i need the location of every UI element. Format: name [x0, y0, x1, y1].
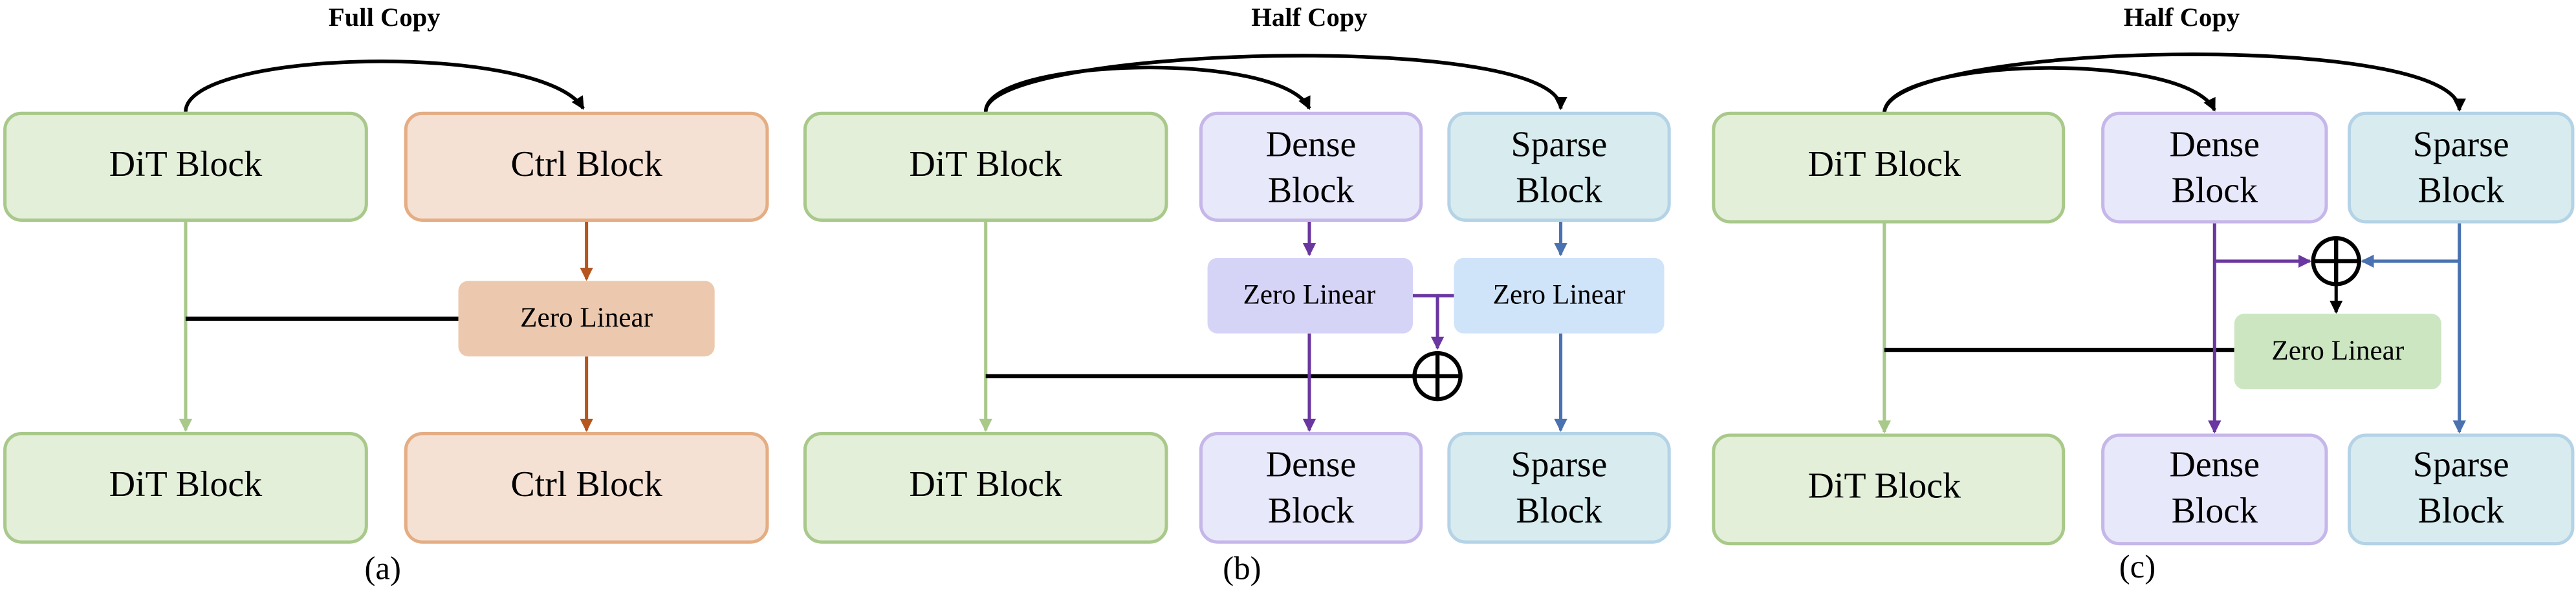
sparse-block-top — [1447, 111, 1671, 222]
copy-arrow — [184, 59, 585, 113]
panel-caption: (c) — [2119, 548, 2156, 585]
copy-arrow-dense — [983, 65, 1311, 113]
zero-linear-label: Zero Linear — [520, 303, 653, 333]
panel-title: Half Copy — [2124, 3, 2240, 32]
panel-caption: (b) — [1223, 550, 1261, 587]
sparse-block-top — [2348, 111, 2575, 224]
dense-block-bottom — [2101, 433, 2328, 546]
dense-block-label: Block — [1268, 491, 1355, 531]
dense-block-top — [1199, 111, 1423, 222]
copy-arrow-dense — [1883, 66, 2216, 114]
ctrl-block-label: Ctrl Block — [510, 144, 662, 184]
panel-caption: (a) — [365, 550, 401, 587]
sparse-block-label: Sparse — [2413, 445, 2509, 485]
sparse-block-label: Sparse — [2413, 124, 2509, 164]
dit-block-top — [803, 111, 1168, 222]
panel-title: Half Copy — [1251, 3, 1367, 32]
copy-arrow-sparse — [983, 54, 1567, 113]
zero-linear-label: Zero Linear — [2271, 336, 2404, 366]
dit-block-bottom — [3, 432, 368, 544]
dense-block-label: Dense — [1266, 445, 1357, 485]
dit-block-label: DiT Block — [1808, 466, 1961, 506]
dit-block-bottom — [1712, 433, 2066, 546]
dense-block-bottom — [1199, 432, 1423, 544]
panel-c-half-copy: Half Copy DiT Block Dense Block Sparse B… — [1712, 3, 2575, 585]
sparse-block-label: Sparse — [1511, 445, 1608, 485]
zero-linear-sparse — [1454, 257, 1665, 334]
dit-block-bottom — [803, 432, 1168, 544]
ctrl-block-label: Ctrl Block — [510, 464, 662, 504]
dense-block-label: Block — [1268, 171, 1355, 211]
dit-block-top — [3, 111, 368, 222]
add-icon — [1412, 350, 1463, 402]
sparse-block-label: Sparse — [1511, 124, 1608, 164]
ctrl-block-bottom — [404, 432, 769, 544]
panel-a-full-copy: Full Copy DiT Block Ctrl Block Zero Line… — [3, 3, 769, 587]
zero-linear-label: Zero Linear — [1243, 280, 1376, 310]
sparse-block-label: Block — [2418, 491, 2505, 531]
dit-block-label: DiT Block — [910, 464, 1062, 504]
dense-block-label: Dense — [1266, 124, 1357, 164]
dense-to-plus-arrow — [1413, 294, 1445, 350]
dense-block-label: Block — [2172, 491, 2258, 531]
ctrl-block-top — [404, 111, 769, 222]
zero-linear-dense — [1207, 257, 1414, 334]
add-icon — [2311, 236, 2361, 286]
zero-linear — [458, 281, 715, 357]
sparse-block-label: Block — [1516, 491, 1602, 531]
dit-block-label: DiT Block — [109, 464, 262, 504]
dit-block-label: DiT Block — [910, 144, 1062, 184]
dit-block-top — [1712, 111, 2066, 224]
panel-title: Full Copy — [329, 3, 441, 32]
dense-block-label: Dense — [2169, 445, 2260, 485]
dense-block-label: Block — [2172, 171, 2258, 211]
dense-block-label: Dense — [2169, 124, 2260, 164]
dense-block-top — [2101, 111, 2328, 224]
dit-block-label: DiT Block — [1808, 144, 1961, 184]
panel-b-half-copy: Half Copy DiT Block Dense Block Sparse B… — [803, 3, 1671, 587]
zero-linear-label: Zero Linear — [1493, 280, 1626, 310]
sparse-block-label: Block — [1516, 171, 1602, 211]
sparse-block-label: Block — [2418, 171, 2505, 211]
sparse-block-bottom — [2348, 433, 2575, 546]
dit-block-label: DiT Block — [109, 144, 262, 184]
sparse-block-bottom — [1447, 432, 1671, 544]
zero-linear — [2234, 314, 2441, 389]
